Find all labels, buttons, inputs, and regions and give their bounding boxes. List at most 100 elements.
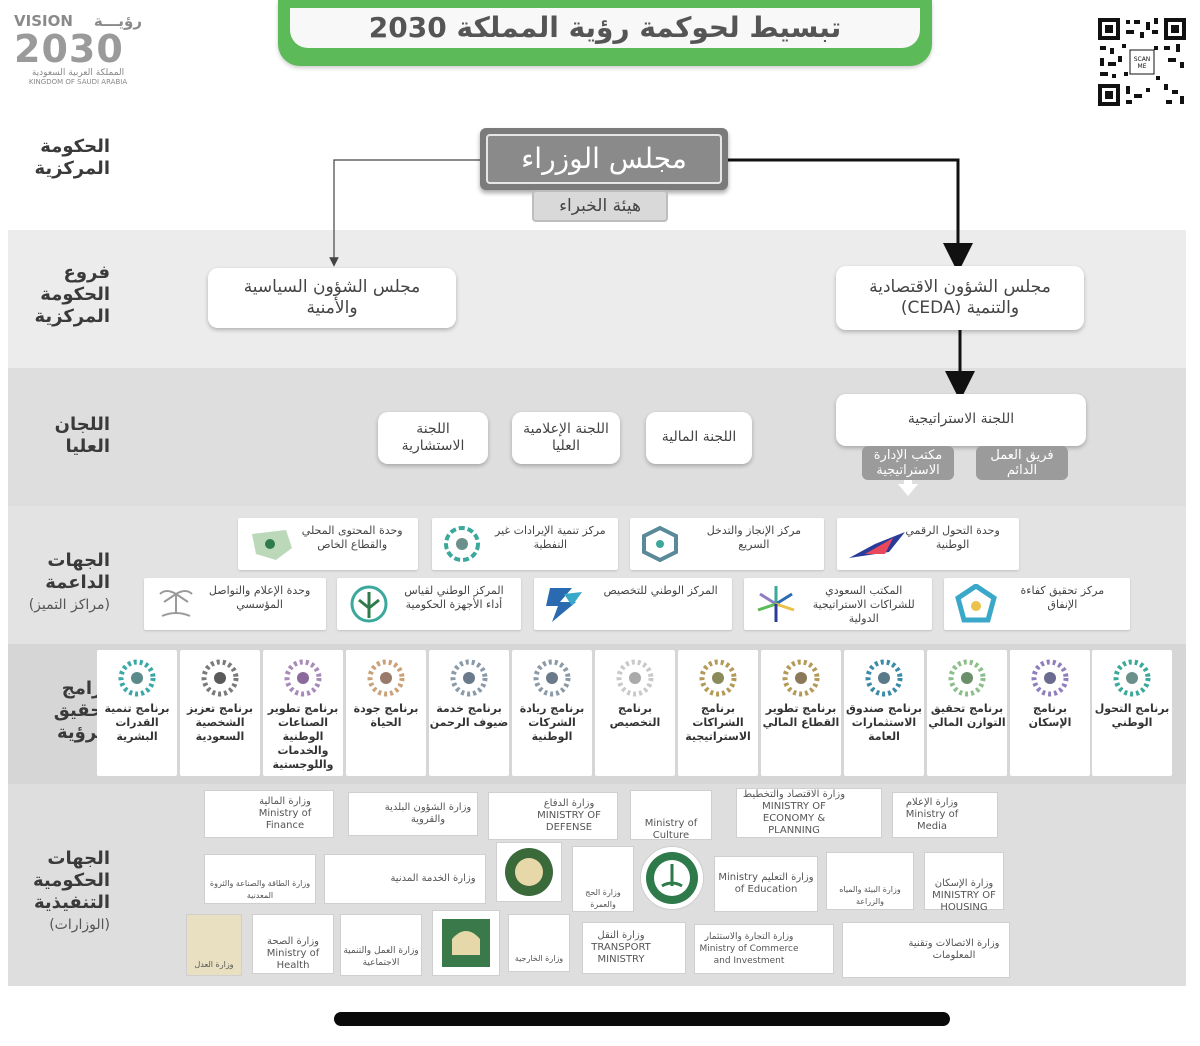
ministry-housing[interactable]: وزارة الإسكان MINISTRY OF HOUSING xyxy=(924,852,1004,913)
mosque-emblem-icon xyxy=(442,919,490,967)
vrp-program-strategic-partnerships[interactable]: برنامج الشراكات الاستراتيجية xyxy=(678,650,758,776)
ruya-word: رؤيـــة xyxy=(93,12,142,30)
label-central-gov: الحكومة المركزية xyxy=(34,136,110,179)
vrp-program-pilgrim-experience[interactable]: برنامج خدمة ضيوف الرحمن xyxy=(429,650,509,776)
program-emblem-icon xyxy=(450,659,488,697)
advisory-committee[interactable]: اللجنة الاستشارية xyxy=(378,412,488,464)
vrp-program-quality-of-life[interactable]: برنامج جودة الحياة xyxy=(346,650,426,776)
ministry-defense[interactable]: وزارة الدفاع MINISTRY OF DEFENSE xyxy=(488,792,618,840)
permanent-work-team[interactable]: فريق العمل الدائم xyxy=(976,446,1068,480)
vision-year: 2030 xyxy=(14,27,124,71)
label-high-committees: اللجان العليا xyxy=(54,414,110,457)
ministry-labor-social-development[interactable]: وزارة العمل والتنمية الاجتماعية xyxy=(340,914,422,976)
support-label: مركز تنمية الإيرادات غير النفطية xyxy=(495,524,606,551)
ministry-hajj-umrah[interactable]: وزارة الحج والعمرة xyxy=(572,846,634,912)
ministry-environment-water-agriculture[interactable]: وزارة البيئة والمياه والزراعة xyxy=(826,852,914,910)
vrp-label: برنامج التحول الوطني xyxy=(1094,702,1170,729)
vrp-label: برنامج تحقيق التوازن المالي xyxy=(928,702,1006,729)
media-committee[interactable]: اللجنة الإعلامية العليا xyxy=(512,412,620,464)
support-label: مركز الإنجاز والتدخل السريع xyxy=(706,524,802,551)
ministry-national-guard[interactable] xyxy=(496,842,562,902)
vision-word: VISION xyxy=(14,12,73,30)
kingdom-en: KINGDOM OF SAUDI ARABIA xyxy=(28,78,128,86)
ministry-civil-service[interactable]: وزارة الخدمة المدنية xyxy=(324,854,486,904)
support-performance-center[interactable]: المركز الوطني لقياس أداء الأجهزة الحكومي… xyxy=(337,578,521,630)
program-emblem-icon xyxy=(1113,659,1151,697)
financial-committee[interactable]: اللجنة المالية xyxy=(646,412,752,464)
program-emblem-icon xyxy=(367,659,405,697)
vrp-label: برنامج تنمية القدرات البشرية xyxy=(104,702,170,743)
ministry-justice[interactable]: وزارة العدل xyxy=(186,914,242,976)
ministry-media[interactable]: وزارة الإعلام Ministry of Media xyxy=(892,792,998,838)
vrp-program-national-character[interactable]: برنامج تعزيز الشخصية السعودية xyxy=(180,650,260,776)
program-emblem-icon xyxy=(616,659,654,697)
support-label: وحدة المحتوى المحلي والقطاع الخاص xyxy=(301,524,403,551)
program-emblem-icon xyxy=(699,659,737,697)
vrp-program-industrial-development[interactable]: برنامج تطوير الصناعات الوطنية والخدمات و… xyxy=(263,650,343,776)
vrp-program-fiscal-balance[interactable]: برنامج تحقيق التوازن المالي xyxy=(927,650,1007,776)
program-emblem-icon xyxy=(948,659,986,697)
ministry-energy-industry[interactable]: وزارة الطاقة والصناعة والثروة المعدنية xyxy=(204,854,316,904)
label-ministries-sub: (الوزارات) xyxy=(49,917,110,933)
delivery-center-icon xyxy=(642,525,678,563)
ministry-transport[interactable]: وزارة النقل TRANSPORT MINISTRY xyxy=(582,922,686,974)
support-nonoil-revenue[interactable]: مركز تنمية الإيرادات غير النفطية xyxy=(432,518,618,570)
privatization-icon xyxy=(546,588,582,622)
vrp-program-ntp[interactable]: برنامج التحول الوطني xyxy=(1092,650,1172,776)
vrp-program-pif[interactable]: برنامج صندوق الاستثمارات العامة xyxy=(844,650,924,776)
vrp-program-privatization[interactable]: برنامج التخصيص xyxy=(595,650,675,776)
guard-emblem-icon xyxy=(505,848,553,896)
partnerships-icon xyxy=(757,586,795,622)
vrp-program-national-champions[interactable]: برنامج ريادة الشركات الوطنية xyxy=(512,650,592,776)
program-emblem-icon xyxy=(865,659,903,697)
kingdom-ar: المملكة العربية السعودية xyxy=(31,68,125,78)
vrp-label: برنامج الشراكات الاستراتيجية xyxy=(685,702,751,743)
ministry-foreign-affairs[interactable]: وزارة الخارجية xyxy=(508,914,570,972)
label-ministries: الجهات الحكومية التنفيذية (الوزارات) xyxy=(20,848,110,936)
ministry-communications-it[interactable]: وزارة الاتصالات وتقنية المعلومات xyxy=(842,922,1010,978)
support-media-unit[interactable]: وحدة الإعلام والتواصل المؤسسي xyxy=(144,578,326,630)
ministry-economy-planning[interactable]: وزارة الاقتصاد والتخطيط MINISTRY OF ECON… xyxy=(736,788,882,838)
vrp-label: برنامج تطوير القطاع المالي xyxy=(762,702,840,729)
label-ministries-main: الجهات الحكومية التنفيذية xyxy=(32,848,110,913)
political-security-council[interactable]: مجلس الشؤون السياسية والأمنية xyxy=(208,268,456,328)
ministry-education[interactable]: وزارة التعليم Ministry of Education xyxy=(714,856,818,912)
support-label: المركز الوطني لقياس أداء الأجهزة الحكومي… xyxy=(404,584,504,611)
home-indicator[interactable] xyxy=(334,1012,950,1026)
support-label: المركز الوطني للتخصيص xyxy=(603,584,718,597)
ministry-emblem[interactable] xyxy=(640,846,704,910)
vrp-program-financial-sector[interactable]: برنامج تطوير القطاع المالي xyxy=(761,650,841,776)
ministry-municipal-rural[interactable]: وزارة الشؤون البلدية والقروية xyxy=(348,792,478,836)
ministry-islamic-affairs[interactable] xyxy=(432,910,500,976)
support-digital-transformation[interactable]: وحدة التحول الرقمي الوطنية xyxy=(837,518,1019,570)
vrp-label: برنامج خدمة ضيوف الرحمن xyxy=(429,702,509,729)
council-of-ministers[interactable]: مجلس الوزراء xyxy=(486,134,722,184)
qr-code[interactable]: SCAN ME xyxy=(1096,16,1188,108)
support-local-content[interactable]: وحدة المحتوى المحلي والقطاع الخاص xyxy=(238,518,418,570)
support-delivery-center[interactable]: مركز الإنجاز والتدخل السريع xyxy=(630,518,824,570)
ministry-finance[interactable]: وزارة المالية Ministry of Finance xyxy=(204,790,334,838)
support-spending-efficiency[interactable]: مركز تحقيق كفاءة الإنفاق xyxy=(944,578,1130,630)
support-label: وحدة الإعلام والتواصل المؤسسي xyxy=(208,584,311,611)
vrp-label: برنامج الإسكان xyxy=(1028,702,1072,729)
support-privatization-center[interactable]: المركز الوطني للتخصيص xyxy=(534,578,732,630)
vrp-label: برنامج التخصيص xyxy=(609,702,661,729)
ministry-health[interactable]: وزارة الصحة Ministry of Health xyxy=(252,914,334,974)
program-emblem-icon xyxy=(201,659,239,697)
economic-council[interactable]: مجلس الشؤون الاقتصادية والتنمية (CEDA) xyxy=(836,266,1084,330)
digital-unit-icon xyxy=(849,532,905,558)
support-strategic-partnerships[interactable]: المكتب السعودي للشراكات الاستراتيجية الد… xyxy=(744,578,932,630)
ministry-culture[interactable]: Ministry of Culture xyxy=(630,790,712,841)
vrp-program-human-capability[interactable]: برنامج تنمية القدرات البشرية xyxy=(97,650,177,776)
program-emblem-icon xyxy=(782,659,820,697)
ministry-commerce-investment[interactable]: وزارة التجارة والاستثمار Ministry of Com… xyxy=(694,924,834,974)
label-central-branches: فروع الحكومة المركزية xyxy=(34,262,110,327)
down-triangle xyxy=(898,484,918,496)
vrp-program-housing[interactable]: برنامج الإسكان xyxy=(1010,650,1090,776)
strategic-committee[interactable]: اللجنة الاستراتيجية xyxy=(836,394,1086,446)
experts-commission[interactable]: هيئة الخبراء xyxy=(532,190,668,222)
strategic-management-office[interactable]: مكتب الإدارة الاستراتيجية xyxy=(862,446,954,480)
program-emblem-icon xyxy=(1031,659,1069,697)
nonoil-revenue-icon xyxy=(444,526,480,562)
